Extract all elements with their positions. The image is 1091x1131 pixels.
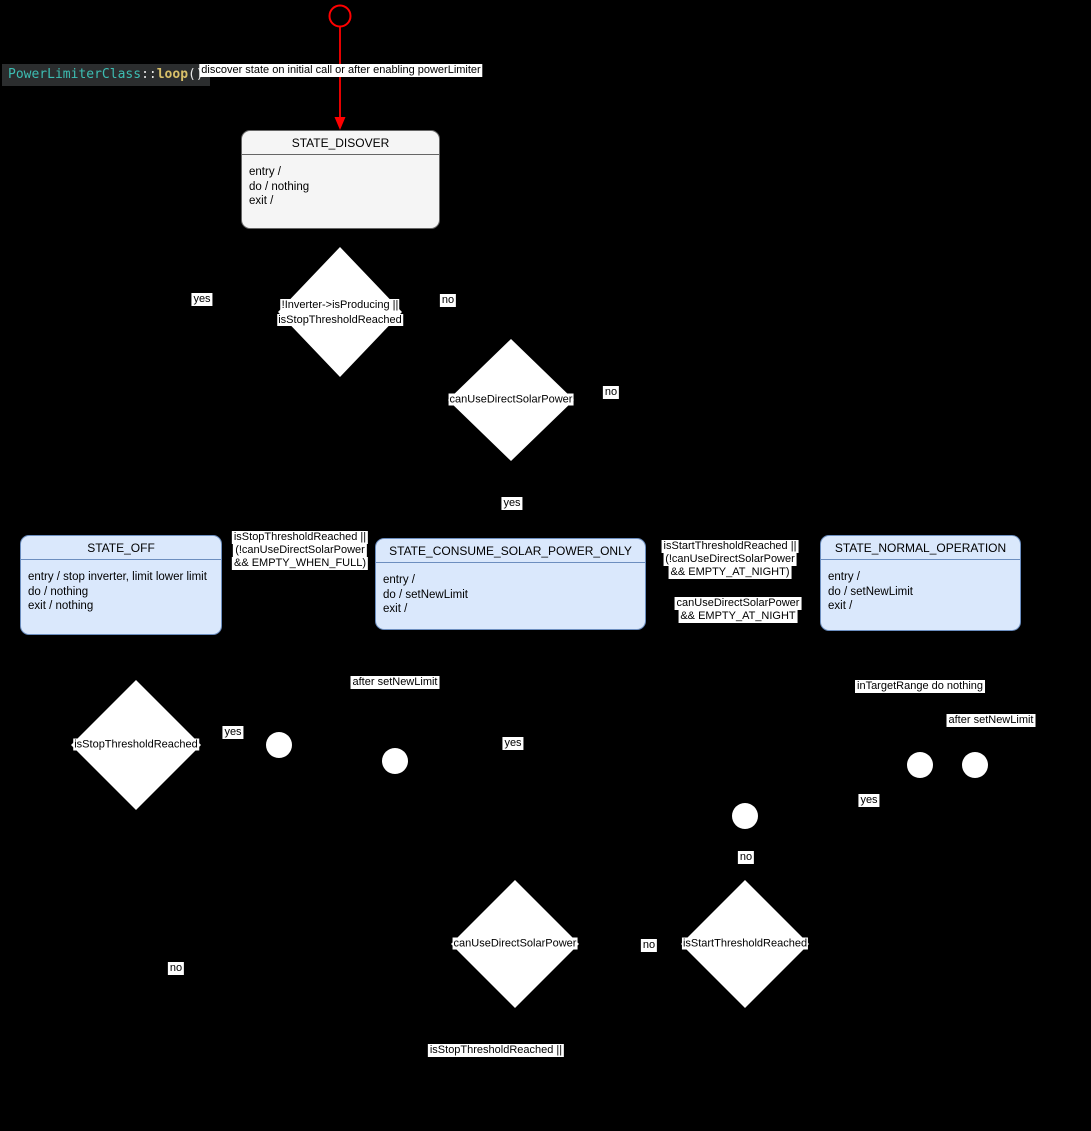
state-body: entry / do / setNewLimit exit / [376, 563, 645, 623]
decision-label-start-threshold: isStartThresholdReached [681, 937, 809, 950]
edge-label-yes: yes [501, 497, 523, 510]
state-entry-line: entry / [383, 574, 415, 586]
edge-label-in-target-range: inTargetRange do nothing [855, 680, 985, 693]
edge-label-no: no [602, 386, 620, 399]
junction-node [732, 803, 758, 829]
state-do-line: do / setNewLimit [383, 588, 469, 601]
state-body: entry / do / setNewLimit exit / [821, 560, 1020, 620]
state-discover: STATE_DISOVER entry / do / nothing exit … [241, 130, 440, 229]
edge-label-yes: yes [858, 794, 880, 807]
decision-label-can-use-direct-solar-top: canUseDirectSolarPower [448, 393, 574, 406]
junction-node [907, 752, 933, 778]
code-context-label: PowerLimiterClass::loop() [2, 64, 210, 86]
state-entry-line: entry / stop inverter, limit lower limit [28, 571, 207, 583]
edge-label-no: no [737, 851, 755, 864]
state-entry-line: entry / [249, 166, 281, 178]
edge-label-yes: yes [191, 293, 213, 306]
state-consume-solar-power-only: STATE_CONSUME_SOLAR_POWER_ONLY entry / d… [375, 538, 646, 630]
edge-label-after-set-new-limit: after setNewLimit [350, 676, 440, 689]
state-normal-operation: STATE_NORMAL_OPERATION entry / do / setN… [820, 535, 1021, 631]
junction-node [962, 752, 988, 778]
state-title: STATE_NORMAL_OPERATION [821, 536, 1020, 560]
code-scope-separator: :: [141, 67, 157, 82]
state-do-line: do / setNewLimit [828, 585, 914, 598]
edge-label-yes: yes [502, 737, 524, 750]
edge-label-after-set-new-limit: after setNewLimit [946, 714, 1036, 727]
initial-state-node [328, 4, 352, 28]
code-method-name: loop [156, 67, 189, 82]
edge-label-no: no [167, 962, 185, 975]
decision-label-can-use-direct-solar-bottom: canUseDirectSolarPower [452, 937, 578, 950]
state-do-line: do / nothing [249, 180, 310, 193]
state-body: entry / do / nothing exit / [242, 155, 439, 215]
state-exit-line: exit / [249, 195, 274, 208]
junction-node [266, 732, 292, 758]
edge-label-no: no [640, 939, 658, 952]
state-exit-line: exit / [828, 600, 853, 613]
junction-node [382, 748, 408, 774]
guard-label-stop-when-full: isStopThresholdReached || (!canUseDirect… [231, 531, 369, 570]
state-title: STATE_OFF [21, 536, 221, 560]
arrowhead-icon [334, 117, 346, 130]
state-off: STATE_OFF entry / stop inverter, limit l… [20, 535, 222, 635]
guard-label-stop-threshold-partial: isStopThresholdReached || [427, 1044, 565, 1057]
edge-label-no: no [439, 294, 457, 307]
transition-label-discover: discover state on initial call or after … [199, 64, 483, 77]
state-exit-line: exit / [383, 603, 408, 616]
decision-label-stop-threshold: isStopThresholdReached [73, 738, 199, 751]
guard-label-solar-at-night: canUseDirectSolarPower && EMPTY_AT_NIGHT [674, 597, 802, 623]
state-do-line: do / nothing [28, 585, 89, 598]
state-entry-line: entry / [828, 571, 860, 583]
decision-label-not-producing: !Inverter->isProducing || isStopThreshol… [277, 299, 403, 326]
guard-label-start-at-night: isStartThresholdReached || (!canUseDirec… [661, 540, 799, 579]
code-class-name: PowerLimiterClass [8, 67, 142, 82]
state-title: STATE_CONSUME_SOLAR_POWER_ONLY [376, 539, 645, 563]
state-body: entry / stop inverter, limit lower limit… [21, 560, 221, 620]
state-title: STATE_DISOVER [242, 131, 439, 155]
edge-label-yes: yes [222, 726, 244, 739]
state-exit-line: exit / nothing [28, 600, 94, 613]
